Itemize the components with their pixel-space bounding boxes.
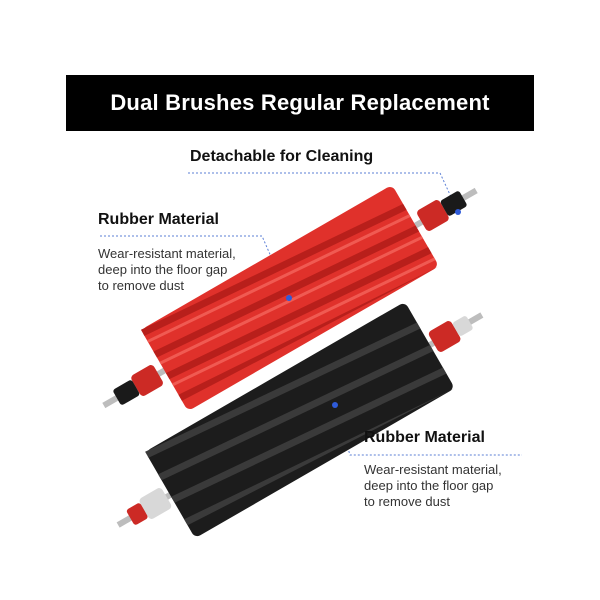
marker-dot-black-brush <box>332 402 338 408</box>
black-brush-description: Wear-resistant material, deep into the f… <box>364 462 502 509</box>
leader-line-detachable <box>188 172 459 213</box>
red-brush-left-cap <box>131 365 163 396</box>
black-brush <box>116 303 484 537</box>
red-brush-description: Wear-resistant material, deep into the f… <box>98 246 236 293</box>
marker-dot-red-brush <box>286 295 292 301</box>
red-brush-right-cap <box>417 200 449 231</box>
black-brush-right-cap <box>428 321 461 352</box>
detachable-title: Detachable for Cleaning <box>190 148 374 165</box>
banner-title: Dual Brushes Regular Replacement <box>110 90 490 115</box>
title-banner: Dual Brushes Regular Replacement <box>66 75 534 131</box>
black-brush-title: Rubber Material <box>364 429 485 446</box>
black-brush-left-cap <box>139 488 172 519</box>
red-brush-title: Rubber Material <box>98 211 219 228</box>
marker-dot-detachable <box>455 209 461 215</box>
leader-line-red-brush <box>100 235 290 299</box>
